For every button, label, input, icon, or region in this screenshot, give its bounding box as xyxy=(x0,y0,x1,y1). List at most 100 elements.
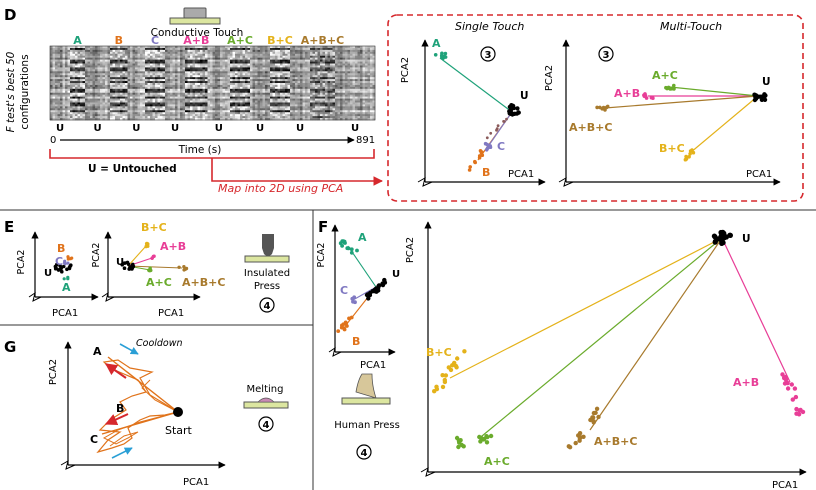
heatmap-cell xyxy=(102,63,106,66)
heatmap-cell xyxy=(232,112,236,115)
heatmap-cell xyxy=(147,59,151,62)
heatmap-cell xyxy=(267,57,271,60)
heatmap-cell xyxy=(332,67,336,70)
heatmap-cell xyxy=(355,73,358,76)
heatmap-cell xyxy=(362,73,366,76)
heatmap-cell xyxy=(307,61,311,64)
heatmap-cell xyxy=(127,104,131,107)
heatmap-cell xyxy=(125,49,128,53)
heatmap-cell xyxy=(242,57,246,60)
heatmap-cell xyxy=(57,49,61,53)
heatmap-cell xyxy=(187,73,191,76)
heatmap-cell xyxy=(362,55,366,58)
heatmap-cell xyxy=(215,110,218,113)
heatmap-cell xyxy=(175,77,178,80)
heatmap-cell xyxy=(222,61,226,64)
heatmap-cell xyxy=(220,104,223,107)
heatmap-cell xyxy=(215,104,218,107)
heatmap-cell xyxy=(302,104,306,107)
heatmap-cell xyxy=(367,46,371,49)
heatmap-cell xyxy=(155,94,158,97)
heatmap-cell xyxy=(267,114,271,117)
heatmap-cell xyxy=(167,49,171,53)
heatmap-cell xyxy=(302,118,306,121)
heatmap-cell xyxy=(215,67,218,70)
heatmap-cell xyxy=(327,53,331,57)
heatmap-cell xyxy=(360,55,363,58)
heatmap-cell xyxy=(217,73,221,76)
heatmap-cell xyxy=(275,102,278,105)
heatmap-cell xyxy=(340,94,343,97)
heatmap-cell xyxy=(65,71,68,74)
heatmap-cell xyxy=(132,90,136,94)
heatmap-cell xyxy=(207,59,211,62)
heatmap-cell xyxy=(367,112,371,115)
heatmap-cell xyxy=(190,90,193,94)
heatmap-cell xyxy=(160,71,163,74)
heatmap-cell xyxy=(130,57,133,60)
heatmap-cell xyxy=(102,104,106,107)
heatmap-cell xyxy=(112,67,116,70)
heatmap-cell xyxy=(210,98,213,101)
heatmap-cell xyxy=(107,96,111,99)
heatmap-cell xyxy=(90,116,93,119)
heatmap-cell xyxy=(122,116,126,119)
heatmap-cell xyxy=(100,92,103,95)
heatmap-cell xyxy=(127,77,131,80)
heatmap-cell xyxy=(252,55,256,58)
heatmap-cell xyxy=(200,51,203,55)
heatmap-cell xyxy=(115,49,118,53)
heatmap-cell xyxy=(72,57,76,60)
heatmap-cell xyxy=(352,100,356,103)
heatmap-cell xyxy=(200,49,203,53)
heatmap-cell xyxy=(232,71,236,74)
heatmap-cell xyxy=(210,75,213,78)
heatmap-cell xyxy=(167,73,171,76)
heatmap-cell xyxy=(347,98,351,101)
heatmap-cell xyxy=(290,102,293,105)
heatmap-cell xyxy=(312,96,316,99)
heatmap-cell xyxy=(110,46,113,49)
heatmap-cell xyxy=(327,92,331,95)
heatmap-cell xyxy=(200,84,203,88)
heatmap-cell xyxy=(232,67,236,70)
heatmap-cell xyxy=(50,104,53,107)
heatmap-cell xyxy=(212,67,216,70)
heatmap-cell xyxy=(87,88,91,92)
heatmap-cell xyxy=(65,61,68,64)
heatmap-cell xyxy=(300,94,303,97)
heatmap-cell xyxy=(80,69,83,72)
heatmap-cell xyxy=(342,100,346,103)
heatmap-cell xyxy=(57,79,61,82)
heatmap-cell xyxy=(240,100,243,103)
heatmap-cell xyxy=(352,51,356,55)
heatmap-cell xyxy=(352,116,356,119)
heatmap-cell xyxy=(295,90,298,94)
heatmap-cell xyxy=(340,86,343,90)
heatmap-cell xyxy=(367,88,371,92)
heatmap-cell xyxy=(290,55,293,58)
heatmap-cell xyxy=(125,67,128,70)
heatmap-cell xyxy=(90,75,93,78)
heatmap-cell xyxy=(120,102,123,105)
heatmap-cell xyxy=(345,112,348,115)
heatmap-cell xyxy=(70,108,73,111)
heatmap-cell xyxy=(235,110,238,113)
heatmap-cell xyxy=(342,94,346,97)
heatmap-cell xyxy=(297,79,301,82)
heatmap-cell xyxy=(305,104,308,107)
heatmap-cell xyxy=(215,94,218,97)
heatmap-cell xyxy=(92,118,96,121)
heatmap-cell xyxy=(97,112,101,115)
heatmap-cell xyxy=(280,73,283,76)
heatmap-cell xyxy=(142,84,146,88)
heatmap-cell xyxy=(255,73,258,76)
heatmap-cell xyxy=(290,98,293,101)
heatmap-cell xyxy=(360,108,363,111)
heatmap-cell xyxy=(210,49,213,53)
heatmap-cell xyxy=(115,79,118,82)
heatmap-cell xyxy=(192,110,196,113)
heatmap-cell xyxy=(165,46,168,49)
heatmap-cell xyxy=(72,75,76,78)
heatmap-cell xyxy=(110,79,113,82)
